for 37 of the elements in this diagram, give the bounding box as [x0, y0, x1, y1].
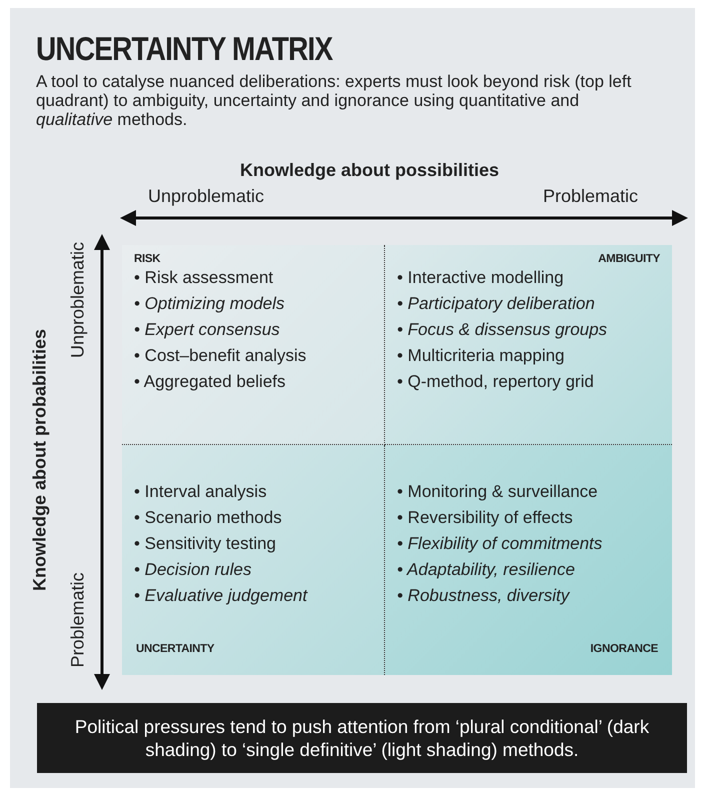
list-item: • Aggregated beliefs: [134, 371, 286, 393]
list-item: • Interactive modelling: [397, 267, 564, 289]
list-item: • Q-method, repertory grid: [397, 371, 594, 393]
list-item: • Robustness, diversity: [397, 585, 570, 607]
axis-label: Unproblematic: [68, 242, 88, 358]
axis-title: Knowledge about probabilities: [30, 329, 50, 591]
list-item: • Focus & dissensus groups: [397, 319, 608, 341]
description: A tool to catalyse nuanced deliberations: experts must look beyond risk (top left quadrant) to ambiguity, uncertainty and ignorance using quantitative and qualitative methods.: [36, 72, 632, 129]
list-item: • Participatory deliberation: [397, 293, 595, 315]
list-item: • Monitoring & surveillance: [397, 481, 598, 503]
title: UNCERTAINTY MATRIX: [36, 30, 332, 68]
list-item: • Sensitivity testing: [134, 533, 276, 555]
caption: Political pressures tend to push attention from ‘plural conditional’ (dark shading) to ‘single definitive’ (light shading) methods.: [37, 703, 687, 773]
list-item: • Flexibility of commitments: [397, 533, 602, 555]
list-item: • Reversibility of effects: [397, 507, 573, 529]
list-item: • Optimizing models: [134, 293, 285, 315]
quadrant-panel: [122, 245, 385, 445]
list-item: • Expert consensus: [134, 319, 280, 341]
list-item: • Scenario methods: [134, 507, 282, 529]
axis-label: Problematic: [68, 572, 88, 668]
list-item: • Adaptability, resilience: [397, 559, 575, 581]
list-item: • Decision rules: [134, 559, 252, 581]
quadrant-heading: RISK: [134, 253, 160, 265]
quadrant-heading: IGNORANCE: [590, 643, 658, 655]
list-item: • Risk assessment: [134, 267, 274, 289]
axis-label: Problematic: [543, 186, 638, 207]
quadrant-panel: [385, 245, 672, 445]
quadrant-panel: [122, 445, 385, 675]
axis-label: Unproblematic: [148, 186, 264, 207]
axis-title: Knowledge about possibilities: [240, 160, 500, 181]
list-item: • Evaluative judgement: [134, 585, 308, 607]
list-item: • Cost–benefit analysis: [134, 345, 306, 367]
quadrant-heading: UNCERTAINTY: [136, 643, 214, 655]
quadrant-panel: [385, 445, 672, 675]
quadrant-heading: AMBIGUITY: [598, 253, 660, 265]
list-item: • Multicriteria mapping: [397, 345, 565, 367]
list-item: • Interval analysis: [134, 481, 267, 503]
